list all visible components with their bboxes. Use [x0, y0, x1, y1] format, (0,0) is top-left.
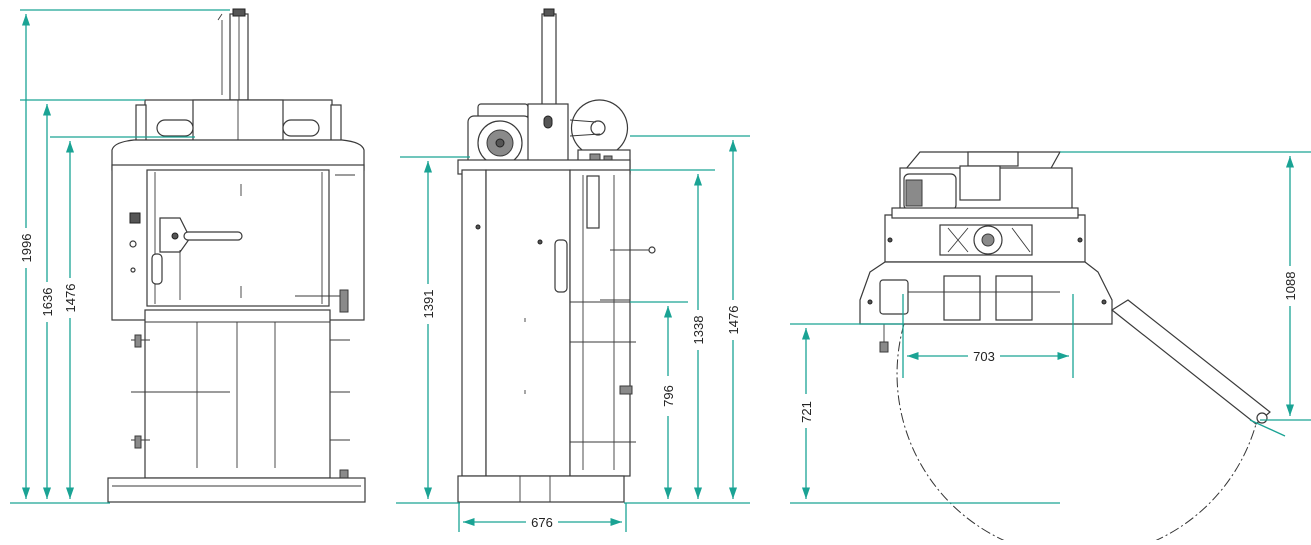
side-left-panel	[461, 169, 487, 477]
dim-label-bg-676	[526, 513, 558, 531]
dim-height-1338: 1338	[691, 316, 706, 345]
side-column-head	[527, 103, 569, 171]
top-bale-chamber-left	[943, 275, 981, 321]
top-dimension-lines	[790, 151, 1311, 504]
dim-label-bg-1338	[689, 310, 707, 350]
front-door-latch	[151, 217, 243, 300]
side-piston-rod	[541, 13, 557, 107]
top-view: 703 721 1088	[790, 151, 1311, 545]
front-vent-grille	[129, 212, 141, 224]
dim-label-bg-1476a	[61, 278, 79, 318]
dim-depth-1088: 1088	[1283, 272, 1298, 301]
dim-height-796: 796	[661, 385, 676, 407]
side-main-body	[485, 169, 571, 477]
side-motor	[467, 103, 531, 169]
front-right-handle	[282, 119, 320, 137]
dim-overall-height: 1996	[19, 234, 34, 263]
side-view: 1391 796 1338 1476 676	[396, 8, 750, 532]
dim-label-bg-1636	[38, 282, 56, 322]
side-twine-reel	[569, 99, 629, 157]
top-door-swing-arc	[896, 323, 1257, 545]
dim-swing-721: 721	[799, 401, 814, 423]
top-front-frame	[859, 261, 1113, 325]
dim-height-1476: 1476	[726, 306, 741, 335]
dim-label-bg-1996	[17, 228, 35, 268]
dim-label-bg-796	[659, 376, 677, 416]
dim-label-bg-1391	[419, 284, 437, 324]
front-cap	[111, 139, 365, 171]
dim-label-bg-703	[968, 347, 1000, 365]
side-door-panel	[569, 169, 631, 477]
dim-cabinet-height: 1476	[63, 284, 78, 313]
dim-label-bg-1088	[1281, 266, 1299, 306]
front-left-handle	[156, 119, 194, 137]
dim-depth-676: 676	[531, 515, 553, 530]
front-lower-door	[144, 309, 331, 479]
top-open-door	[1110, 299, 1271, 425]
dim-label-bg-1476b	[724, 300, 742, 340]
dim-open-height: 1636	[40, 288, 55, 317]
front-piston-rod	[217, 8, 249, 101]
front-view: 1996 1636 1476	[10, 8, 366, 504]
dim-label-bg-721	[797, 394, 815, 428]
front-base	[107, 477, 366, 503]
dim-width-703: 703	[973, 349, 995, 364]
side-base	[457, 475, 625, 503]
dim-height-1391: 1391	[421, 290, 436, 319]
top-bale-chamber-right	[995, 275, 1033, 321]
